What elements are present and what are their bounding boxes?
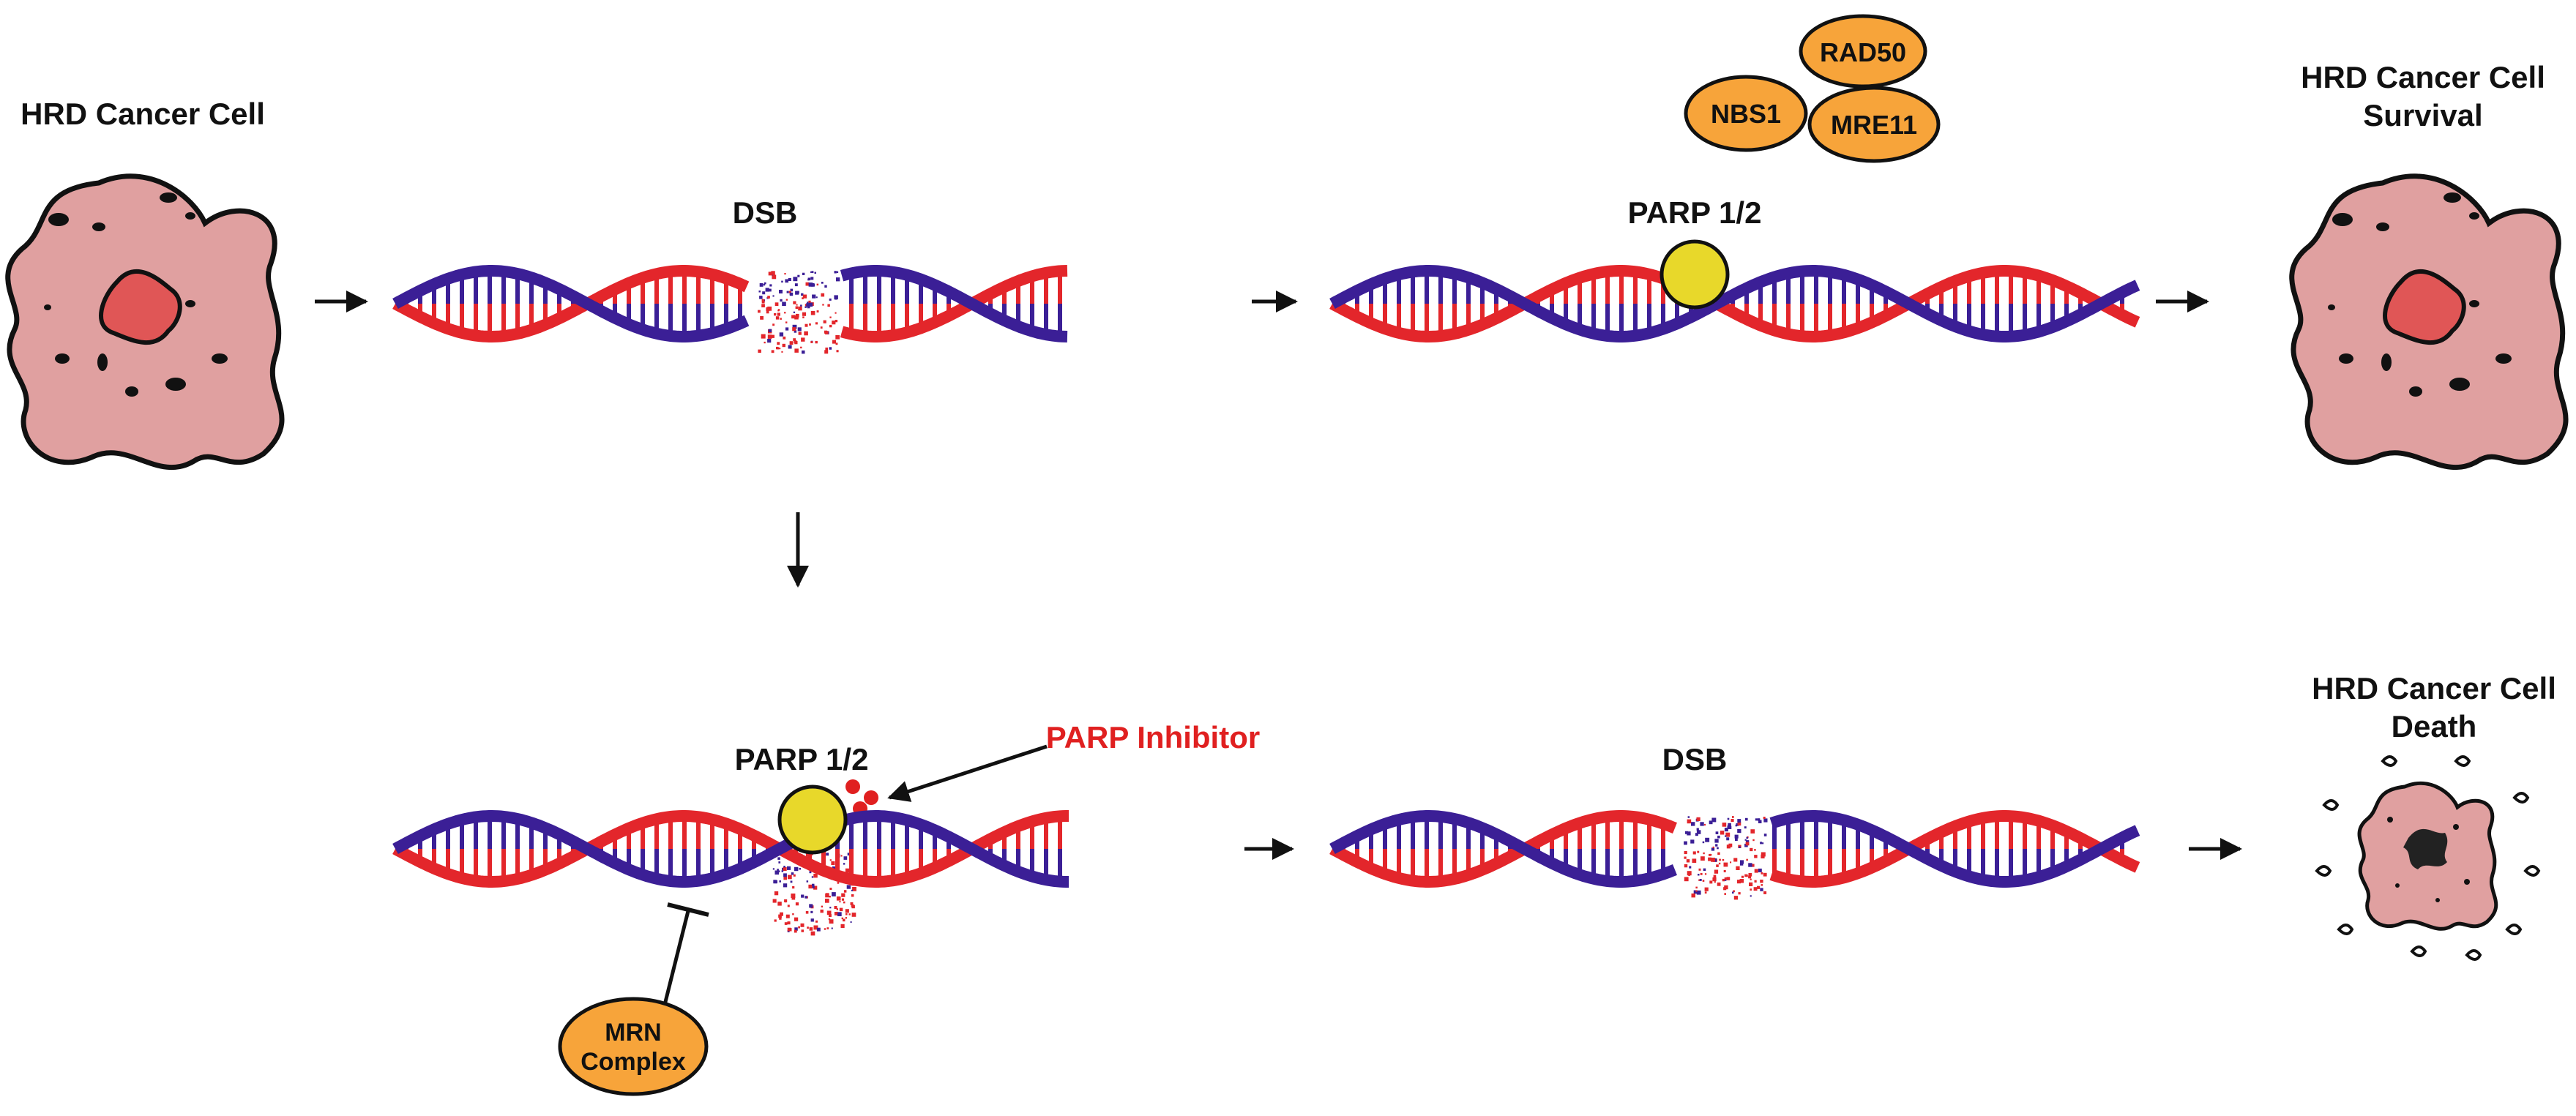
mre11-label: MRE11 [1831,110,1917,140]
rad50-label: RAD50 [1820,37,1906,67]
dna-break-fragments [758,271,840,354]
parp-inhibitor-label: PARP Inhibitor [1046,720,1260,754]
mrn-label-2: Complex [580,1048,686,1076]
cell-death-label-2: Death [2392,709,2477,744]
cell-initial-label: HRD Cancer Cell [20,97,265,131]
nbs1-label: NBS1 [1711,99,1781,129]
parp-enzyme-icon-bottom [777,784,848,855]
dna-break-fragments-bottom [1684,816,1768,900]
protein-icon-nbs1: NBS1 [1684,75,1808,152]
dna-helix-icon-dsb [392,265,1068,354]
mrn-label-1: MRN [605,1019,661,1046]
arrow-icon-inhibitor [887,744,1048,802]
dsb-bottom-label: DSB [1662,742,1728,776]
dna-helix-icon-repaired [1329,265,2140,342]
parp-top-label: PARP 1/2 [1628,195,1762,230]
protein-icon-mrn-complex: MRN Complex [558,997,709,1096]
parp-enzyme-icon-top [1660,239,1730,310]
protein-icon-mre11: MRE11 [1807,86,1941,163]
cancer-cell-icon-initial [5,173,285,471]
dna-helix-icon-trapped [392,810,1069,936]
parp-bottom-label: PARP 1/2 [735,742,869,776]
inhibition-bar-icon [660,902,709,1014]
cancer-cell-icon-survival [2289,173,2569,471]
cell-survival-label-1: HRD Cancer Cell [2301,60,2545,94]
cancer-cell-icon-death [2315,755,2541,961]
protein-icon-rad50: RAD50 [1799,14,1927,89]
cell-death-label-1: HRD Cancer Cell [2312,671,2556,705]
cell-survival-label-2: Survival [2363,98,2482,132]
dna-helix-icon-dsb-bottom [1329,810,2140,900]
dsb-top-label: DSB [733,195,798,230]
